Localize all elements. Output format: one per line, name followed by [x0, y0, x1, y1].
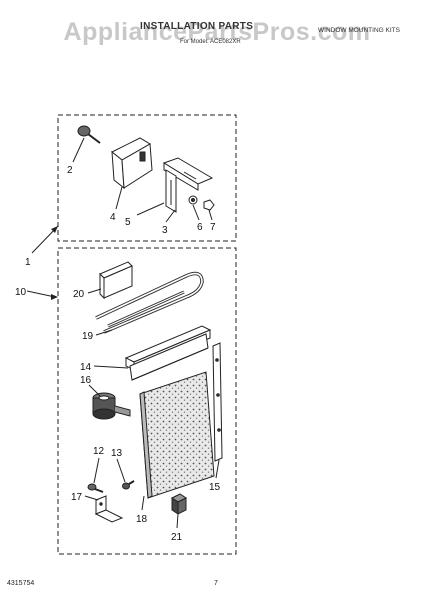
block-part-21	[171, 493, 187, 515]
model-subtitle: For Model: ACE082XR	[180, 39, 241, 45]
footer-page-number: 7	[214, 580, 218, 587]
leader-19	[95, 329, 113, 336]
callout-4: 4	[110, 212, 116, 223]
tape-part-16	[92, 392, 131, 420]
leader-14	[93, 365, 129, 369]
callout-10: 10	[15, 287, 27, 298]
upper-group-box	[57, 114, 237, 242]
callout-14: 14	[80, 362, 92, 373]
leader-6	[192, 204, 200, 221]
leader-3	[165, 209, 176, 223]
callout-21: 21	[171, 532, 183, 543]
callout-3: 3	[162, 225, 168, 236]
arrow-1	[51, 226, 58, 233]
leader-21	[176, 513, 179, 529]
callout-16: 16	[80, 375, 92, 386]
callout-7: 7	[210, 222, 216, 233]
leader-7	[208, 209, 213, 221]
leader-2	[72, 137, 85, 163]
channel-part-14	[124, 325, 212, 381]
leader-16	[88, 384, 101, 397]
panel-part-18	[139, 371, 215, 499]
callout-15: 15	[209, 482, 221, 493]
callout-5: 5	[125, 217, 131, 228]
leader-12	[93, 457, 100, 484]
section-title: WINDOW MOUNTING KITS	[318, 27, 400, 34]
leader-13	[116, 458, 126, 483]
leader-20	[87, 288, 102, 294]
callout-19: 19	[82, 331, 94, 342]
footer-part-number: 4315754	[7, 580, 35, 587]
strip-part-15	[212, 342, 223, 462]
lower-group-box	[57, 247, 237, 555]
leader-4	[115, 186, 123, 210]
callout-6: 6	[197, 222, 203, 233]
header: AppliancePartsPros.com INSTALLATION PART…	[0, 12, 434, 46]
callout-20: 20	[73, 289, 85, 300]
seal-part-19	[95, 271, 204, 334]
callout-12: 12	[93, 446, 105, 457]
slider-bracket-part-3	[162, 157, 214, 213]
callout-1: 1	[25, 257, 31, 268]
leader-17	[84, 495, 99, 501]
leader-18	[141, 495, 145, 511]
washer-part-6	[188, 195, 198, 205]
leader-5	[136, 202, 165, 216]
arrow-10	[51, 294, 58, 300]
diagram-title: INSTALLATION PARTS	[140, 21, 254, 32]
callout-17: 17	[71, 492, 83, 503]
watermark: AppliancePartsPros.com	[63, 18, 371, 46]
callout-2: 2	[67, 165, 73, 176]
callout-13: 13	[111, 448, 123, 459]
bracket-part-17	[94, 495, 124, 523]
screw-part-13	[122, 480, 135, 490]
callout-18: 18	[136, 514, 148, 525]
leader-15	[215, 459, 220, 479]
bracket-part-4	[111, 137, 153, 190]
screw-part-12	[87, 483, 104, 493]
screw-part-2	[77, 125, 101, 144]
foam-part-20	[99, 261, 133, 300]
nut-part-7	[203, 199, 215, 211]
leader-10	[26, 290, 56, 298]
